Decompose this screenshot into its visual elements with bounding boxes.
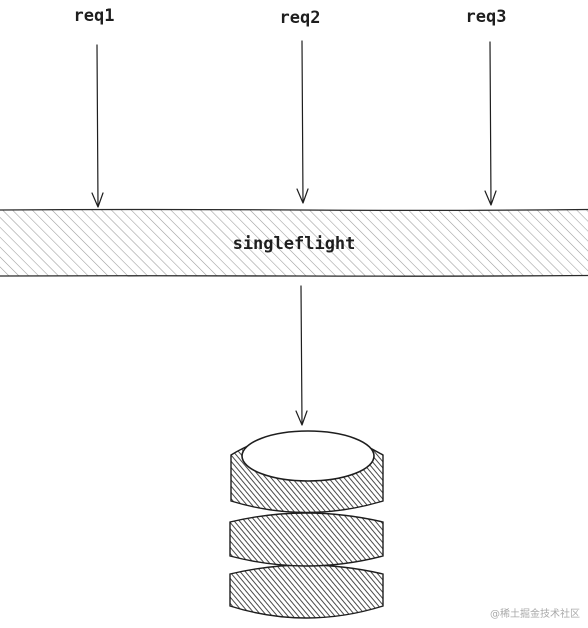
req3-arrow [489,41,492,205]
req1-arrow [96,44,99,207]
req1-label: req1 [73,6,115,26]
watermark: @稀土掘金技术社区 [490,609,580,620]
database-segment-bottom [229,564,384,619]
req3-arrowhead [484,190,497,206]
singleflight-layer [0,208,588,277]
req1-arrowhead [91,192,104,208]
req2-label: req2 [279,8,321,28]
db-arrow [300,285,303,425]
db-arrowhead [295,410,308,426]
database-top-opening [241,430,375,482]
req2-arrow [301,40,304,203]
req3-label: req3 [465,7,507,27]
database-icon [229,430,384,619]
database-segment-middle [229,512,384,567]
singleflight-label: singleflight [232,234,356,254]
req2-arrowhead [296,188,309,204]
